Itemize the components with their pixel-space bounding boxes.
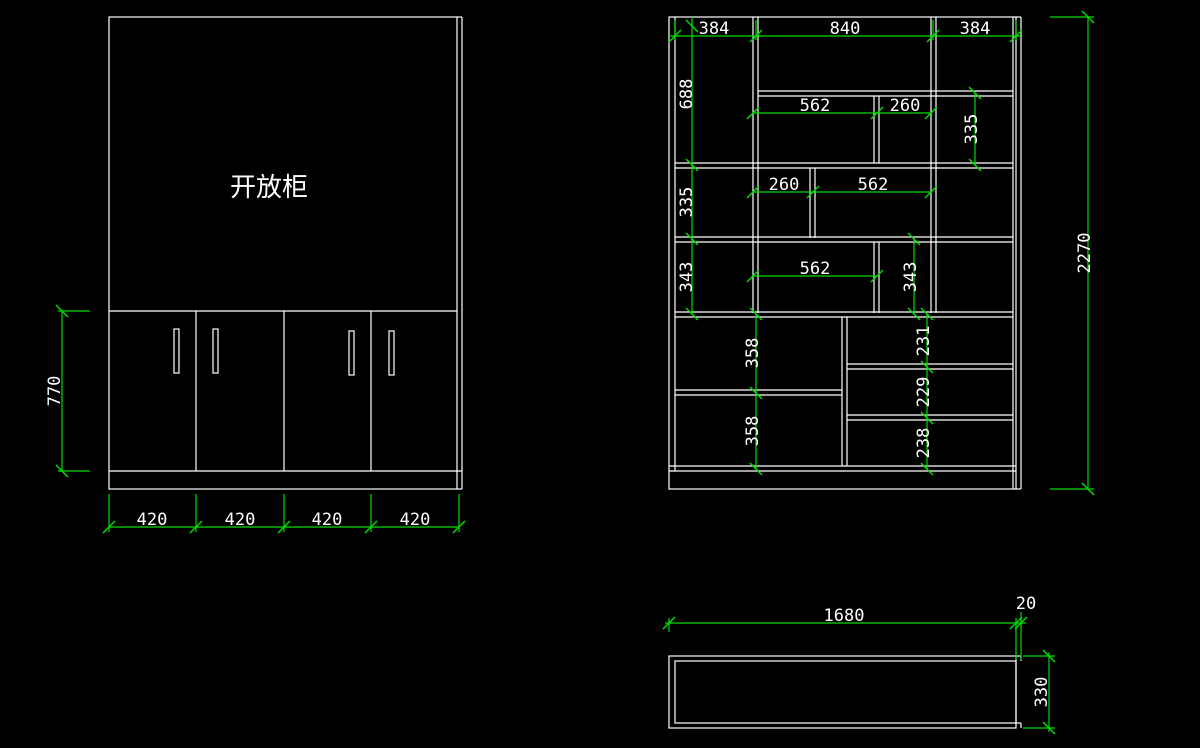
cabinet-outline: [108, 16, 458, 490]
dim-260-a: 260: [890, 96, 921, 116]
dim-562-a: 562: [800, 96, 831, 116]
dim-358-a: 358: [743, 338, 763, 369]
dim-260-b: 260: [769, 175, 800, 195]
dim-330: 330: [1032, 677, 1052, 708]
dim-562-c: 562: [800, 259, 831, 279]
dim-562-b: 562: [858, 175, 889, 195]
dim-840: 840: [830, 19, 861, 39]
dim-358-b: 358: [743, 416, 763, 447]
total-height-dimension: 2270: [1050, 10, 1095, 496]
dim-420: 420: [400, 510, 431, 530]
dim-1680: 1680: [824, 606, 865, 626]
dim-231: 231: [914, 326, 934, 357]
dim-229: 229: [914, 377, 934, 408]
dim-384-right: 384: [960, 19, 991, 39]
shelf-dimensions: 688 335 343 562 260 335 260 562 562: [677, 17, 982, 476]
dim-770: 770: [45, 376, 65, 407]
dim-20: 20: [1016, 594, 1036, 614]
dim-2270: 2270: [1075, 233, 1095, 274]
dim-343-right: 343: [901, 262, 921, 293]
dim-384-left: 384: [699, 19, 730, 39]
door-width-dimensions: 420 420 420 420: [102, 494, 466, 534]
door-handle: [348, 330, 355, 376]
door-handle: [173, 328, 180, 374]
dim-688: 688: [677, 79, 697, 110]
elevation-width-dimensions: 384 840 384: [668, 19, 1023, 43]
base-height-dimension: 770: [45, 304, 90, 478]
dim-420: 420: [225, 510, 256, 530]
dim-335-right: 335: [962, 114, 982, 145]
dim-420: 420: [137, 510, 168, 530]
elevation-view: [668, 16, 1022, 490]
dim-335-left: 335: [677, 187, 697, 218]
elevation-outline: [668, 16, 1017, 490]
plan-dimensions: 1680 20 330: [662, 594, 1056, 735]
plan-view: [668, 655, 1022, 729]
dim-420: 420: [312, 510, 343, 530]
front-view: 开放柜: [108, 16, 463, 490]
door-handle: [388, 330, 395, 376]
open-cabinet-label: 开放柜: [230, 173, 308, 203]
dim-238: 238: [914, 428, 934, 459]
dim-343-left: 343: [677, 262, 697, 293]
plan-outline: [668, 655, 1017, 729]
door-handle: [212, 328, 219, 374]
